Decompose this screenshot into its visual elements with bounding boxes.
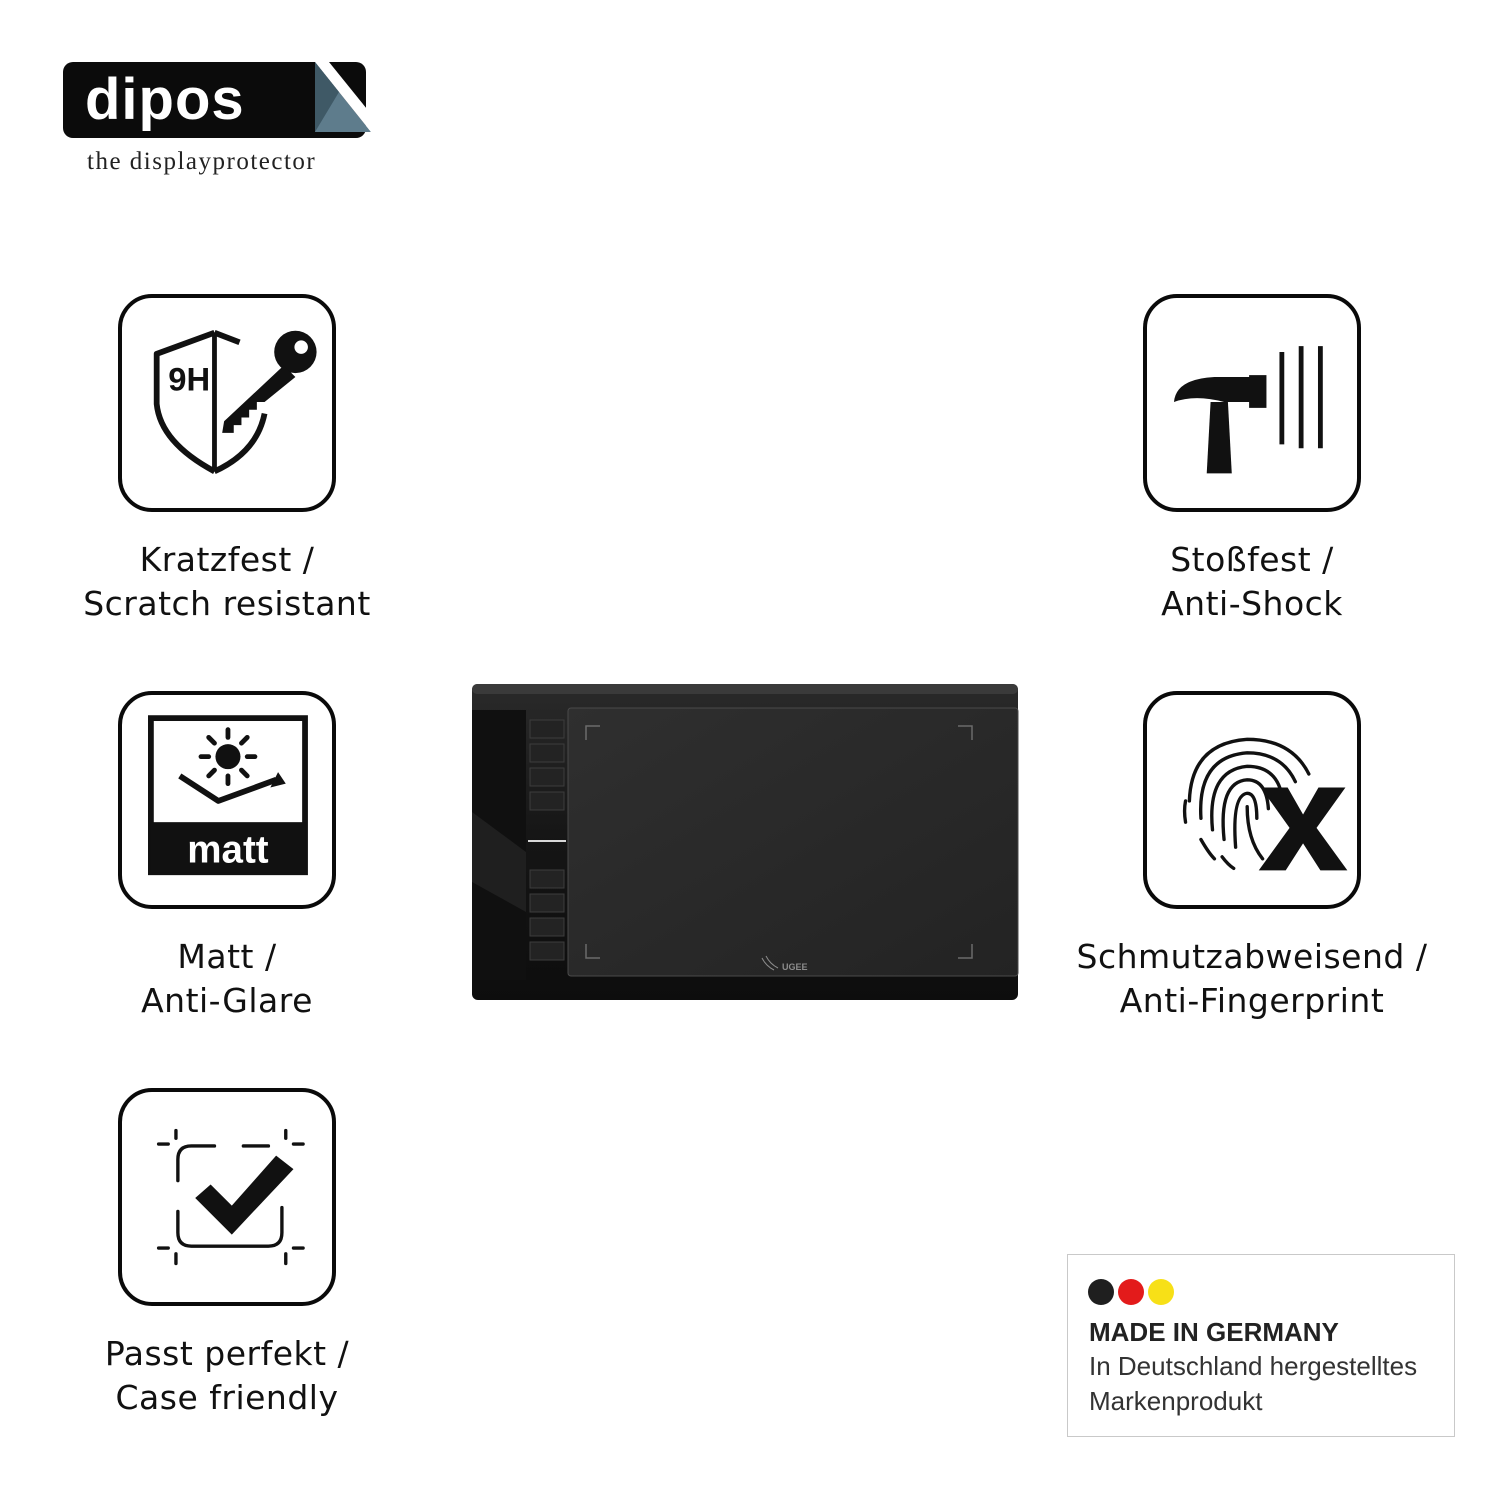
sun-matt-icon: matt bbox=[118, 691, 336, 909]
feature-label: Stoßfest / Anti-Shock bbox=[1092, 538, 1412, 626]
flag-dot-black bbox=[1088, 1279, 1114, 1305]
product-drawing-tablet: UGEE bbox=[470, 682, 1020, 1002]
feature-label: Kratzfest / Scratch resistant bbox=[67, 538, 387, 626]
flag-dot-gold bbox=[1148, 1279, 1174, 1305]
germany-subtitle-line1: In Deutschland hergestelltes bbox=[1089, 1351, 1418, 1381]
feature-scratch-resistant: 9H Kratzfest / Scratch resistant bbox=[67, 294, 387, 626]
fingerprint-x-icon bbox=[1143, 691, 1361, 909]
feature-label-de: Passt perfekt / bbox=[104, 1334, 350, 1373]
feature-label: Matt / Anti-Glare bbox=[67, 935, 387, 1023]
feature-label-de: Schmutzabweisend / bbox=[1076, 937, 1428, 976]
tablet-brand-label: UGEE bbox=[782, 962, 808, 972]
feature-anti-shock: Stoßfest / Anti-Shock bbox=[1092, 294, 1412, 626]
shield-key-9h-icon: 9H bbox=[118, 294, 336, 512]
made-in-germany-badge: MADE IN GERMANY In Deutschland hergestel… bbox=[1067, 1254, 1455, 1437]
feature-label-de: Matt / bbox=[177, 937, 277, 976]
logo-wordmark: dipos bbox=[85, 67, 245, 132]
flag-dot-red bbox=[1118, 1279, 1144, 1305]
feature-label-en: Anti-Fingerprint bbox=[1119, 981, 1385, 1020]
feature-label-en: Anti-Shock bbox=[1161, 584, 1343, 623]
checkmark-frame-icon bbox=[118, 1088, 336, 1306]
peel-corner-icon bbox=[315, 62, 371, 132]
9h-badge-text: 9H bbox=[168, 360, 210, 397]
brand-logo: dipos the displayprotector bbox=[63, 62, 371, 182]
germany-subtitle-line2: Markenprodukt bbox=[1089, 1386, 1263, 1416]
logo-tagline: the displayprotector bbox=[87, 148, 317, 175]
feature-label-en: Case friendly bbox=[115, 1378, 339, 1417]
germany-title: MADE IN GERMANY bbox=[1089, 1317, 1339, 1347]
feature-label-en: Anti-Glare bbox=[141, 981, 313, 1020]
matt-badge-text: matt bbox=[187, 829, 268, 872]
flag-dots bbox=[1088, 1279, 1174, 1305]
feature-label-en: Scratch resistant bbox=[83, 584, 371, 623]
feature-label: Schmutzabweisend / Anti-Fingerprint bbox=[1072, 935, 1432, 1023]
feature-anti-fingerprint: Schmutzabweisend / Anti-Fingerprint bbox=[1072, 691, 1432, 1023]
feature-label: Passt perfekt / Case friendly bbox=[67, 1332, 387, 1420]
feature-label-de: Kratzfest / bbox=[139, 540, 315, 579]
feature-case-friendly: Passt perfekt / Case friendly bbox=[67, 1088, 387, 1420]
hammer-icon bbox=[1143, 294, 1361, 512]
feature-label-de: Stoßfest / bbox=[1170, 540, 1334, 579]
feature-anti-glare: matt Matt / Anti-Glare bbox=[67, 691, 387, 1023]
